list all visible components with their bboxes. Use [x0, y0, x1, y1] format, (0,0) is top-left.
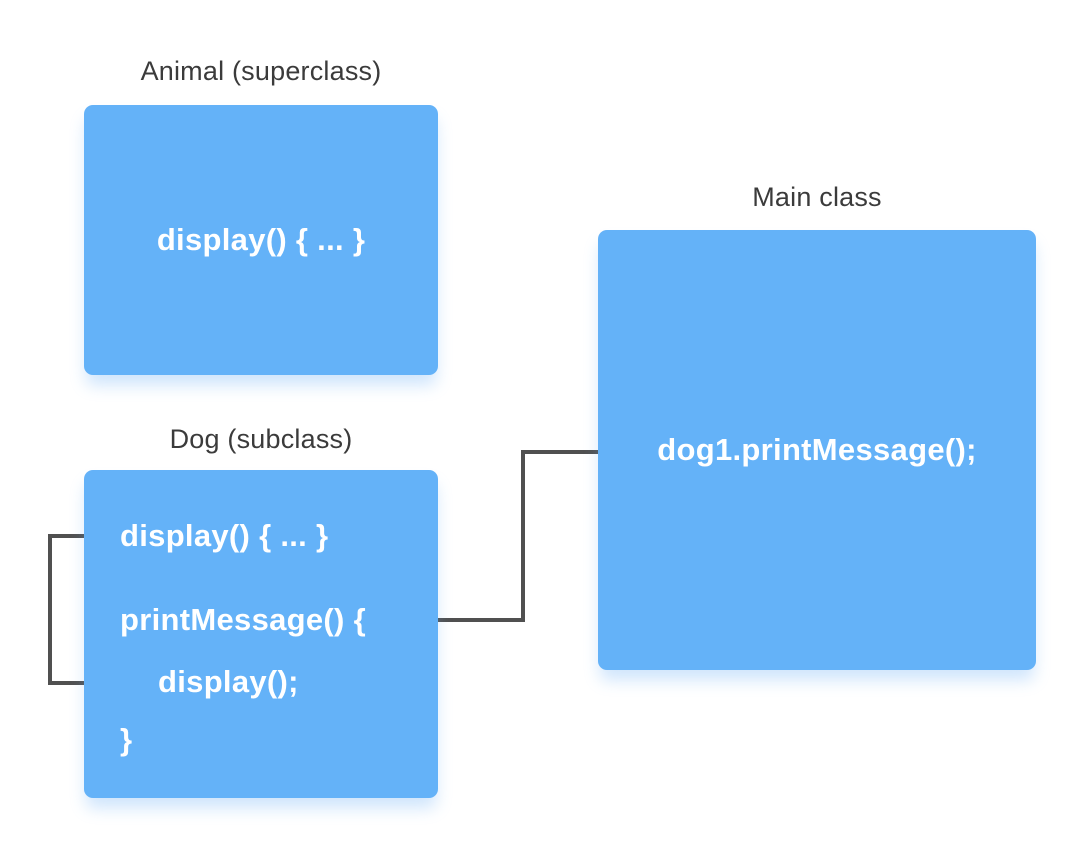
connector-main-call: [411, 450, 607, 630]
dog-printmessage-method: printMessage() {: [120, 602, 366, 637]
dog-display-call: display();: [158, 664, 299, 699]
animal-superclass-label: Animal (superclass): [140, 56, 382, 86]
dog-subclass-label: Dog (subclass): [169, 424, 353, 454]
connector-main-call-line: [429, 450, 607, 622]
main-printmessage-call: dog1.printMessage();: [657, 432, 977, 467]
animal-superclass-box: display() { ... }: [84, 105, 438, 375]
dog-display-method: display() { ... }: [120, 518, 329, 553]
main-class-box: dog1.printMessage();: [598, 230, 1036, 670]
main-class-label: Main class: [752, 182, 882, 212]
dog-closing-brace: }: [120, 722, 133, 757]
dog-code-lines: display() { ... } printMessage() { displ…: [84, 470, 438, 762]
dog-subclass-box: display() { ... } printMessage() { displ…: [84, 470, 438, 798]
animal-display-method: display() { ... }: [156, 222, 366, 257]
